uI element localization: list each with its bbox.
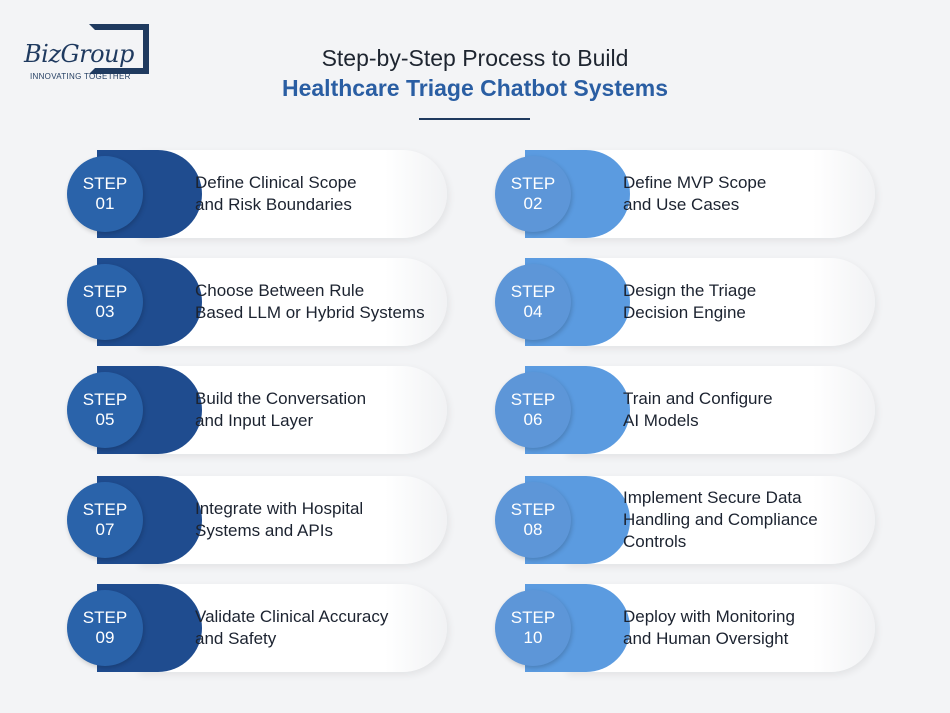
step-title-line: and Risk Boundaries (195, 195, 352, 214)
step-number: 02 (523, 194, 543, 213)
step-word: STEP (510, 282, 556, 301)
step-title-line: and Use Cases (623, 195, 740, 214)
page-title: Step-by-Step Process to Build Healthcare… (0, 43, 950, 103)
step-card-05: STEP 05 Build the Conversation and Input… (67, 366, 452, 454)
step-card-02: STEP 02 Define MVP Scope and Use Cases (495, 150, 880, 238)
step-title-line: Integrate with Hospital (195, 499, 364, 518)
step-badge-08: STEP 08 (495, 482, 571, 558)
step-card-07: STEP 07 Integrate with Hospital Systems … (67, 476, 452, 564)
step-title-line: Systems and APIs (195, 521, 333, 540)
logo-name: BizGroup (24, 40, 134, 68)
step-badge-07: STEP 07 (67, 482, 143, 558)
step-title-line: Based LLM or Hybrid Systems (195, 303, 425, 322)
step-number: 03 (95, 302, 115, 321)
step-title-line: Deploy with Monitoring (623, 607, 795, 626)
step-title-line: and Human Oversight (623, 629, 789, 648)
step-word: STEP (82, 500, 128, 519)
step-card-08: STEP 08 Implement Secure Data Handling a… (495, 476, 880, 564)
bizgroup-logo: BizGroup INNOVATING TOGETHER (22, 22, 158, 86)
step-number: 07 (95, 520, 115, 539)
step-number: 04 (523, 302, 543, 321)
step-number: 08 (523, 520, 543, 539)
step-number: 05 (95, 410, 115, 429)
step-word: STEP (510, 174, 556, 193)
step-badge-01: STEP 01 (67, 156, 143, 232)
step-title-08: Implement Secure Data Handling and Compl… (623, 476, 883, 564)
step-title-line: Implement Secure Data (623, 488, 802, 507)
step-word: STEP (82, 282, 128, 301)
title-line-2: Healthcare Triage Chatbot Systems (281, 75, 669, 101)
step-number: 10 (523, 628, 543, 647)
step-card-01: STEP 01 Define Clinical Scope and Risk B… (67, 150, 452, 238)
step-number: 09 (95, 628, 115, 647)
step-title-07: Integrate with Hospital Systems and APIs (195, 476, 455, 564)
step-title-09: Validate Clinical Accuracy and Safety (195, 584, 455, 672)
step-title-line: Train and Configure (623, 389, 773, 408)
step-title-line: Decision Engine (623, 303, 746, 322)
logo-tagline: INNOVATING TOGETHER (30, 72, 131, 81)
step-title-10: Deploy with Monitoring and Human Oversig… (623, 584, 883, 672)
step-number: 01 (95, 194, 115, 213)
step-title-02: Define MVP Scope and Use Cases (623, 150, 883, 238)
step-title-line: AI Models (623, 411, 699, 430)
step-word: STEP (82, 390, 128, 409)
step-badge-04: STEP 04 (495, 264, 571, 340)
step-card-09: STEP 09 Validate Clinical Accuracy and S… (67, 584, 452, 672)
step-word: STEP (82, 608, 128, 627)
step-card-03: STEP 03 Choose Between Rule Based LLM or… (67, 258, 452, 346)
step-title-line: Design the Triage (623, 281, 757, 300)
step-word: STEP (510, 500, 556, 519)
step-card-04: STEP 04 Design the Triage Decision Engin… (495, 258, 880, 346)
title-underline (419, 118, 530, 120)
step-title-line: Controls (623, 532, 687, 551)
step-title-03: Choose Between Rule Based LLM or Hybrid … (195, 258, 455, 346)
step-badge-05: STEP 05 (67, 372, 143, 448)
step-title-line: Validate Clinical Accuracy (195, 607, 389, 626)
step-title-line: Handling and Compliance (623, 510, 818, 529)
step-title-06: Train and Configure AI Models (623, 366, 883, 454)
step-card-06: STEP 06 Train and Configure AI Models (495, 366, 880, 454)
step-title-05: Build the Conversation and Input Layer (195, 366, 455, 454)
logo-frame (89, 24, 149, 74)
step-badge-06: STEP 06 (495, 372, 571, 448)
title-line-1: Step-by-Step Process to Build (321, 45, 629, 71)
step-title-line: and Safety (195, 629, 277, 648)
step-title-line: Define MVP Scope (623, 173, 767, 192)
step-number: 06 (523, 410, 543, 429)
step-word: STEP (510, 608, 556, 627)
step-title-line: Choose Between Rule (195, 281, 365, 300)
step-word: STEP (82, 174, 128, 193)
step-badge-03: STEP 03 (67, 264, 143, 340)
step-title-line: Define Clinical Scope (195, 173, 357, 192)
step-card-10: STEP 10 Deploy with Monitoring and Human… (495, 584, 880, 672)
step-title-line: and Input Layer (195, 411, 314, 430)
step-word: STEP (510, 390, 556, 409)
step-badge-02: STEP 02 (495, 156, 571, 232)
step-badge-09: STEP 09 (67, 590, 143, 666)
step-title-line: Build the Conversation (195, 389, 367, 408)
step-badge-10: STEP 10 (495, 590, 571, 666)
step-title-04: Design the Triage Decision Engine (623, 258, 883, 346)
step-title-01: Define Clinical Scope and Risk Boundarie… (195, 150, 455, 238)
